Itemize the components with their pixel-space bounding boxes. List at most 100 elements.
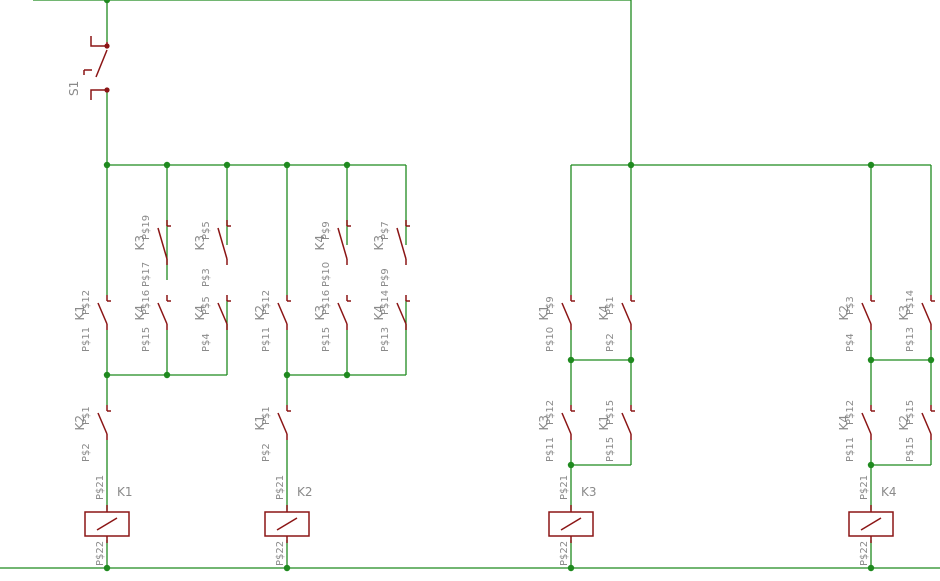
contact-pin-bottom: P$15 <box>321 327 332 352</box>
relay-pin-b: P$22 <box>859 541 870 566</box>
contact-pin-top: P$15 <box>905 400 916 425</box>
relay-name: K3 <box>581 485 597 499</box>
relay-coil-k2: K2 P$21P$22 <box>264 475 313 566</box>
contact-pin-top: P$15 <box>605 400 616 425</box>
junction-dot <box>163 371 171 379</box>
contact-pin-bottom: P$11 <box>845 437 856 462</box>
contact-relay-label: K3 <box>537 415 551 431</box>
contact-relay-label: K3 <box>372 235 386 251</box>
contact-pin-top: P$14 <box>380 290 391 315</box>
contact-k4: P$12P$11 K4 <box>837 400 875 462</box>
pushbutton-label: S1 <box>67 81 81 96</box>
contact-pin-top: P$1 <box>261 406 272 425</box>
contact-relay-label: K3 <box>313 305 327 321</box>
contact-pin-top: P$16 <box>141 290 152 315</box>
contact-k2: P$3P$4K2 <box>837 295 875 352</box>
contact-pin-bottom: P$9 <box>380 268 391 287</box>
contact-k2: P$1P$2K2 <box>73 405 111 462</box>
contact-relay-label: K1 <box>253 415 267 431</box>
relay-name: K1 <box>117 485 133 499</box>
junction-dot <box>867 356 875 364</box>
contact-relay-label: K4 <box>133 305 147 321</box>
contact-pin-top: P$14 <box>905 290 916 315</box>
relay-name: K2 <box>297 485 313 499</box>
contact-pin-top: P$9 <box>545 296 556 315</box>
contact-k3: P$14P$13 K3 <box>897 290 935 352</box>
contact-pin-bottom: P$2 <box>605 333 616 352</box>
contact-k3: P$16P$15 K3 <box>313 290 351 352</box>
contact-pin-top: P$12 <box>81 290 92 315</box>
pushbutton-s1: S1 <box>67 36 110 100</box>
contact-pin-top: P$9 <box>321 221 332 240</box>
contact-relay-label: K1 <box>597 415 611 431</box>
contact-k4: P$14P$13 K4 <box>372 290 410 352</box>
junction-dot <box>567 356 575 364</box>
junction-dot <box>103 161 111 169</box>
contact-pin-bottom: P$13 <box>380 327 391 352</box>
contact-relay-label: K3 <box>193 235 207 251</box>
relay-coil-k1: K1P$21P$22 <box>84 475 133 566</box>
contact-pin-bottom: P$15 <box>605 437 616 462</box>
relay-pin-b: P$22 <box>559 541 570 566</box>
contact-k1: P$12P$11 K1 <box>73 290 111 352</box>
contact-pin-bottom: P$15 <box>141 327 152 352</box>
contact-pin-bottom: P$15 <box>905 437 916 462</box>
contact-pin-bottom: P$13 <box>905 327 916 352</box>
contact-pin-top: P$12 <box>845 400 856 425</box>
junction-dot <box>567 564 575 572</box>
junction-dot <box>627 356 635 364</box>
junction-dot <box>103 0 111 4</box>
relay-coil-k4: K4P$21P$22 <box>848 475 897 566</box>
contact-relay-label: K4 <box>837 415 851 431</box>
contact-pin-top: P$12 <box>545 400 556 425</box>
junction-dot <box>343 161 351 169</box>
relay-coil-k3: K3 P$21P$22 <box>548 475 597 566</box>
contact-relay-label: K3 <box>897 305 911 321</box>
contact-pin-top: P$19 <box>141 215 152 240</box>
contact-pin-bottom: P$2 <box>81 443 92 462</box>
junction-dot <box>627 161 635 169</box>
contact-k3: P$5P$3K3 <box>193 220 231 287</box>
contact-relay-label: K1 <box>73 305 87 321</box>
junction-dot <box>283 161 291 169</box>
contact-pin-bottom: P$3 <box>201 268 212 287</box>
contact-relay-label: K4 <box>597 305 611 321</box>
relay-pin-a: P$21 <box>95 475 106 500</box>
contact-relay-label: K2 <box>897 415 911 431</box>
contact-pin-bottom: P$10 <box>321 262 332 287</box>
contact-relay-label: K2 <box>253 305 267 321</box>
contact-pin-bottom: P$10 <box>545 327 556 352</box>
contact-pin-top: P$3 <box>845 296 856 315</box>
junction-dot <box>567 461 575 469</box>
contact-pin-top: P$16 <box>321 290 332 315</box>
junction-dot <box>867 461 875 469</box>
junction-dot <box>867 564 875 572</box>
contact-relay-label: K4 <box>313 235 327 251</box>
contact-k1: P$9P$10 K1 <box>537 295 575 352</box>
contact-pin-top: P$1 <box>81 406 92 425</box>
contact-k1: P$1P$2K1 <box>253 405 291 462</box>
contact-k4: P$5P$4K4 <box>193 295 231 352</box>
contact-pin-bottom: P$11 <box>81 327 92 352</box>
contact-relay-label: K1 <box>537 305 551 321</box>
junction-dot <box>223 161 231 169</box>
junction-dot <box>103 564 111 572</box>
contact-relay-label: K4 <box>372 305 386 321</box>
relay-name: K4 <box>881 485 897 499</box>
junction-dot <box>927 356 935 364</box>
contact-pin-bottom: P$4 <box>201 333 212 352</box>
contact-relay-label: K4 <box>193 305 207 321</box>
contact-pin-top: P$12 <box>261 290 272 315</box>
contact-pin-top: P$7 <box>380 221 391 240</box>
junction-dot <box>343 371 351 379</box>
relay-pin-a: P$21 <box>559 475 570 500</box>
relay-pin-a: P$21 <box>275 475 286 500</box>
relay-pin-b: P$22 <box>275 541 286 566</box>
